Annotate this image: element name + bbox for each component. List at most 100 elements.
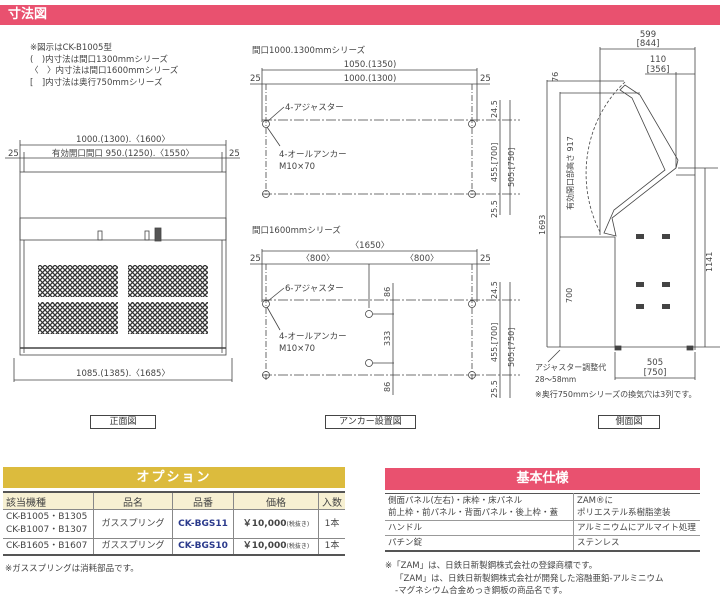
dim-inner: 1000.(1300) — [344, 74, 397, 84]
price-cell: ￥10,000(税抜き) — [233, 509, 319, 539]
col-code: 品番 — [172, 492, 234, 510]
latch — [154, 227, 162, 242]
col-models: 該当機種 — [3, 492, 94, 510]
model: CK-B1005・B1305 — [6, 512, 88, 522]
adjuster-icon — [262, 300, 270, 308]
material-cell: ステンレス — [573, 535, 700, 552]
name-cell: ガススプリング — [93, 509, 173, 539]
dim-76: 76 — [551, 72, 560, 82]
front-view-label: 正面図 — [90, 415, 156, 429]
price-cell: ￥10,000(税抜き) — [233, 538, 319, 556]
anchor-a-title: 間口1000.1300mmシリーズ — [252, 45, 366, 56]
qty-cell: 1本 — [318, 509, 345, 539]
adjuster-label: 4-アジャスター — [285, 103, 344, 113]
col-price: 価格 — [233, 492, 319, 510]
anchor-plan-b: 間口1600mmシリーズ 〈1650〉 〈800〉 〈800〉 25 25 6-… — [250, 225, 520, 398]
material: ZAM®に — [577, 496, 613, 506]
vent-mesh — [128, 265, 208, 297]
price: ￥10,000 — [242, 518, 287, 529]
adjuster-icon — [365, 359, 373, 367]
front-body — [19, 171, 227, 356]
adjuster-icon — [468, 371, 476, 379]
tax-note: (税抜き) — [286, 543, 310, 550]
material-cell: アルミニウムにアルマイト処理 — [573, 520, 700, 536]
dim-bottom: 25.5 — [490, 200, 499, 218]
spec-title: 基本仕様 — [385, 468, 700, 490]
adjuster-label: 6-アジャスター — [285, 284, 344, 294]
dim-half-right: 〈800〉 — [405, 254, 438, 264]
dim-left: 25 — [250, 74, 261, 84]
dim-total: 505.[750] — [507, 148, 516, 187]
dim-depth-alt: [750] — [644, 368, 667, 378]
dim-top-alt: [844] — [637, 39, 660, 49]
drawing-notes: ※図示はCK-B1005型 ( )内寸法は間口1300mmシリーズ 〈 〉内寸法… — [30, 43, 178, 89]
dim-top: 599 — [640, 30, 656, 40]
spec-note: -マグネシウム合金めっき鋼板の商品名です。 — [395, 586, 568, 596]
qty-cell: 1本 — [318, 538, 345, 556]
dim-top: 24.5 — [490, 100, 499, 118]
dim-center-top: 86 — [383, 287, 392, 297]
anchor-plan-a: 間口1000.1300mmシリーズ 1050.(1350) 1000.(1300… — [250, 45, 520, 218]
dim-right: 25 — [229, 149, 240, 159]
dim-right: 25 — [480, 254, 491, 264]
anchor-size: M10×70 — [279, 344, 315, 354]
dim-lid-alt: [356] — [647, 65, 670, 75]
spec-table: 側面パネル(左右)・床枠・床パネル前上枠・前パネル・背面パネル・後上枠・蓋 ZA… — [385, 493, 700, 552]
dim-left: 25 — [8, 149, 19, 159]
col-name: 品名 — [93, 492, 173, 510]
dim-right: 25 — [480, 74, 491, 84]
col-qty: 入数 — [318, 492, 345, 510]
dim-half-left: 〈800〉 — [301, 254, 334, 264]
note-line: ※図示はCK-B1005型 — [30, 43, 112, 53]
dim-outer: 〈1650〉 — [351, 241, 390, 251]
anchor-label: 4-オールアンカー — [279, 332, 347, 342]
dim-bottom-width: 1085.(1385).〈1685〉 — [76, 369, 170, 379]
dim-opening: 有効開口間口 950.(1250).〈1550〉 — [52, 148, 194, 159]
hinge — [97, 230, 103, 241]
tax-note: (税抜き) — [286, 520, 310, 528]
anchor-view-label: アンカー設置図 — [325, 415, 416, 429]
dim-bottom: 25.5 — [490, 380, 499, 398]
adjuster-icon — [262, 190, 270, 198]
part-cell: ハンドル — [385, 520, 574, 536]
table-row: ハンドル アルミニウムにアルマイト処理 — [385, 520, 700, 536]
note-line: [ ]内寸法は奥行750mmシリーズ — [30, 77, 163, 88]
model: CK-B1007・B1307 — [6, 525, 88, 535]
table-row: CK-B1605・B1607 ガススプリング CK-BGS10 ￥10,000(… — [3, 538, 345, 556]
code-cell: CK-BGS11 — [172, 509, 234, 539]
note-line: ( )内寸法は間口1300mmシリーズ — [30, 54, 168, 65]
part-cell: パチン錠 — [385, 535, 574, 552]
dim-opening-height: 有効開口部高さ 917 — [565, 136, 575, 210]
vent-mesh — [38, 302, 118, 334]
options-note: ※ガススプリングは消耗部品です。 — [5, 564, 139, 574]
table-header-row: 該当機種 品名 品番 価格 入数 — [3, 492, 345, 510]
dim-total-width: 1000.(1300).〈1600〉 — [76, 135, 170, 145]
dim-depth: 505 — [647, 358, 663, 368]
adjuster-range: 28～58mm — [535, 375, 576, 384]
adjuster-note: アジャスター調整代 — [535, 362, 606, 372]
name-cell: ガススプリング — [93, 538, 173, 556]
adjuster-icon — [262, 371, 270, 379]
dim-mid: 455.[700] — [490, 323, 499, 362]
spec-note: ※「ZAM」は、日鉄日新製鋼株式会社の登録商標です。 — [385, 561, 598, 571]
anchor-b-title: 間口1600mmシリーズ — [252, 225, 341, 236]
dim-left: 25 — [250, 254, 261, 264]
spec-note: 「ZAM」は、日鉄日新製鋼株式会社が開発した溶融亜鉛-アルミニウム — [395, 573, 664, 584]
adjuster-icon — [468, 300, 476, 308]
price: ￥10,000 — [242, 541, 287, 551]
table-row: 側面パネル(左右)・床枠・床パネル前上枠・前パネル・背面パネル・後上枠・蓋 ZA… — [385, 493, 700, 521]
handle — [144, 230, 150, 241]
material: ポリエステル系樹脂塗装 — [577, 508, 671, 518]
vent-mesh — [38, 265, 118, 297]
adjuster-icon — [262, 120, 270, 128]
material-cell: ZAM®にポリエステル系樹脂塗装 — [573, 493, 700, 521]
options-title: オプション — [3, 467, 345, 488]
dim-center-mid: 333 — [383, 331, 392, 346]
part: 前上枠・前パネル・背面パネル・後上枠・蓋 — [388, 508, 559, 518]
table-row: パチン錠 ステンレス — [385, 535, 700, 552]
dim-height: 1693 — [538, 215, 547, 235]
adjuster-icon — [365, 310, 373, 318]
vent-note: ※奥行750mmシリーズの換気穴は3列です。 — [535, 389, 696, 399]
